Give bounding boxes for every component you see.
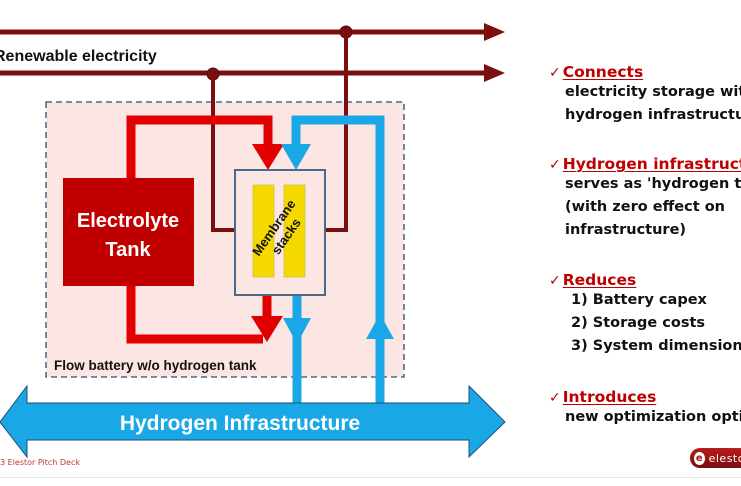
bullet-connects: ✓ Connects electricity storage with hydr…	[549, 63, 741, 127]
electrolyte-pipe-bottom	[126, 285, 263, 344]
hydrogen-flow	[281, 115, 394, 410]
bullet-heading: Hydrogen infrastructure	[562, 155, 741, 173]
bullet-hydrogen-infrastructure: ✓ Hydrogen infrastructure serves as 'hyd…	[549, 155, 741, 242]
electricity-arrowhead-top	[484, 23, 505, 41]
electrolyte-flow	[126, 115, 284, 344]
electricity-lines	[0, 23, 505, 232]
electrolyte-tank	[63, 178, 194, 286]
bullet-heading: Introduces	[562, 388, 657, 406]
footer-divider	[0, 477, 741, 478]
bullet-line: hydrogen infrastructure	[565, 107, 741, 123]
bullet-introduces: ✓ Introduces new optimization options	[549, 388, 741, 429]
flow-battery-label: Flow battery w/o hydrogen tank	[54, 358, 257, 373]
hydrogen-infrastructure-label: Hydrogen Infrastructure	[120, 412, 360, 435]
bullet-line: new optimization options	[565, 409, 741, 425]
hydrogen-pipe-top	[291, 115, 385, 410]
membrane-stack-box	[234, 169, 326, 296]
bullet-line: electricity storage with	[565, 84, 741, 100]
bullet-line: serves as 'hydrogen tank'	[565, 176, 741, 192]
tank-label-line2: Tank	[105, 239, 151, 261]
bullet-line: 1) Battery capex	[571, 292, 707, 308]
electricity-arrowhead-bottom	[484, 64, 505, 82]
bullet-line: (with zero effect on	[565, 199, 726, 215]
bullet-heading: Reduces	[562, 271, 637, 289]
electrolyte-arrowhead-out	[251, 316, 283, 342]
electrolyte-pipe-top	[126, 115, 273, 178]
checkmark-icon: ✓	[549, 65, 561, 81]
hydrogen-arrowhead-down	[283, 318, 311, 344]
electricity-branch-left	[211, 74, 236, 232]
bullet-line: infrastructure)	[565, 222, 687, 238]
electricity-branch-right	[324, 32, 348, 232]
tank-label-line1: Electrolyte	[77, 210, 179, 232]
bullet-reduces: ✓ Reduces 1) Battery capex 2) Storage co…	[549, 271, 741, 358]
hydrogen-arrowhead-in	[281, 144, 311, 170]
bullet-line: 3) System dimensions	[571, 338, 741, 354]
renewable-electricity-label: Renewable electricity	[0, 48, 157, 65]
elestor-logo-text: elestor	[708, 451, 741, 465]
checkmark-icon: ✓	[549, 273, 561, 289]
elestor-logo-icon: e	[694, 451, 705, 465]
hydrogen-arrowhead-up	[366, 314, 394, 339]
hydrogen-infrastructure-arrow	[0, 384, 506, 459]
checkmark-icon: ✓	[549, 157, 561, 173]
footer-deck-label: 3 Elestor Pitch Deck	[0, 458, 80, 467]
bullet-line: 2) Storage costs	[571, 315, 706, 331]
bullet-heading: Connects	[562, 63, 644, 81]
membrane-plate-right	[283, 184, 306, 278]
checkmark-icon: ✓	[549, 390, 561, 406]
electrolyte-arrowhead-in	[252, 144, 284, 170]
membrane-plate-left	[252, 184, 275, 278]
elestor-logo: e elestor	[690, 448, 741, 468]
